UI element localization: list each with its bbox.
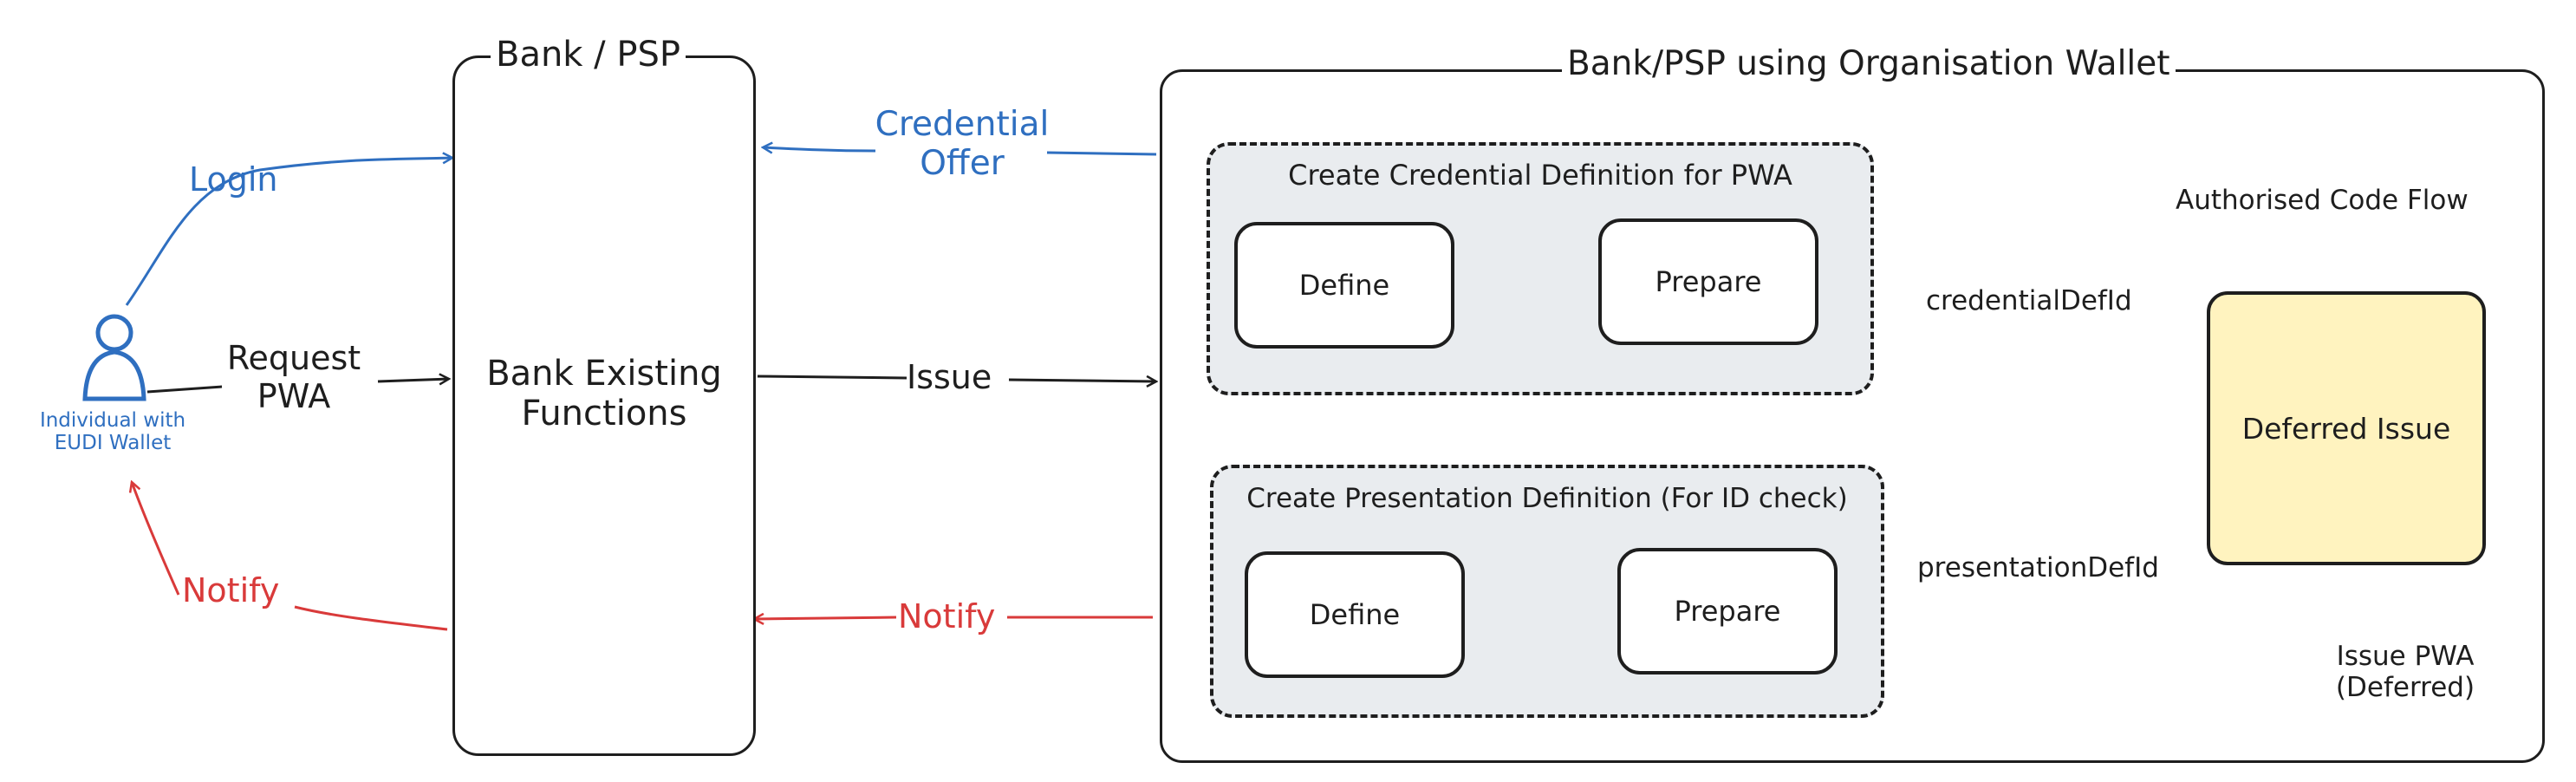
issue-pwa-line1: Issue PWA bbox=[2336, 641, 2475, 672]
notify-right-arrow bbox=[754, 617, 897, 619]
bank-psp-box bbox=[452, 55, 756, 756]
request-line1: Request bbox=[226, 339, 361, 377]
presentation-group-title: Create Presentation Definition (For ID c… bbox=[1246, 483, 1848, 514]
notify-right-label: Notify bbox=[898, 597, 996, 635]
issue-pwa-line2: (Deferred) bbox=[2335, 671, 2475, 703]
login-label: Login bbox=[189, 160, 278, 199]
credential-offer-line1: Credential bbox=[875, 105, 1050, 144]
presentation-define-step[interactable]: Define bbox=[1245, 551, 1465, 678]
presentation-prepare-step[interactable]: Prepare bbox=[1617, 548, 1838, 674]
authorised-code-flow-label: Authorised Code Flow bbox=[2176, 185, 2469, 216]
actor-label-line1: Individual with bbox=[39, 409, 186, 432]
notify-left-arrow bbox=[132, 482, 448, 631]
bank-psp-title: Bank / PSP bbox=[491, 35, 686, 75]
credential-offer-label: Credential Offer bbox=[867, 105, 1057, 184]
credential-define-step[interactable]: Define bbox=[1234, 222, 1454, 349]
issue-label: Issue bbox=[907, 358, 992, 396]
issue-arrow bbox=[757, 375, 907, 380]
login-arrow bbox=[125, 158, 452, 306]
bank-functions-line2: Functions bbox=[521, 394, 687, 433]
notify-left-label: Notify bbox=[182, 571, 280, 609]
actor-label: Individual with EUDI Wallet bbox=[26, 409, 199, 455]
org-wallet-title: Bank/PSP using Organisation Wallet bbox=[1562, 44, 2176, 84]
credential-def-id-label: credentialDefId bbox=[1926, 285, 2132, 316]
credential-prepare-step[interactable]: Prepare bbox=[1598, 218, 1818, 345]
request-pwa-label: Request PWA bbox=[213, 339, 374, 415]
person-icon bbox=[82, 314, 146, 401]
request-line2: PWA bbox=[257, 376, 331, 415]
presentation-def-id-label: presentationDefId bbox=[1917, 552, 2159, 583]
credential-offer-arrow bbox=[763, 147, 876, 151]
bank-existing-functions: Bank Existing Functions bbox=[452, 354, 756, 433]
bank-functions-line1: Bank Existing bbox=[486, 354, 722, 394]
credential-group-title: Create Credential Definition for PWA bbox=[1288, 159, 1792, 192]
deferred-issue-node[interactable]: Deferred Issue bbox=[2207, 291, 2486, 565]
credential-offer-line2: Offer bbox=[920, 143, 1005, 183]
issue-pwa-label: Issue PWA (Deferred) bbox=[2306, 641, 2505, 703]
actor-label-line2: EUDI Wallet bbox=[54, 432, 172, 455]
request-pwa-arrow bbox=[146, 385, 223, 394]
